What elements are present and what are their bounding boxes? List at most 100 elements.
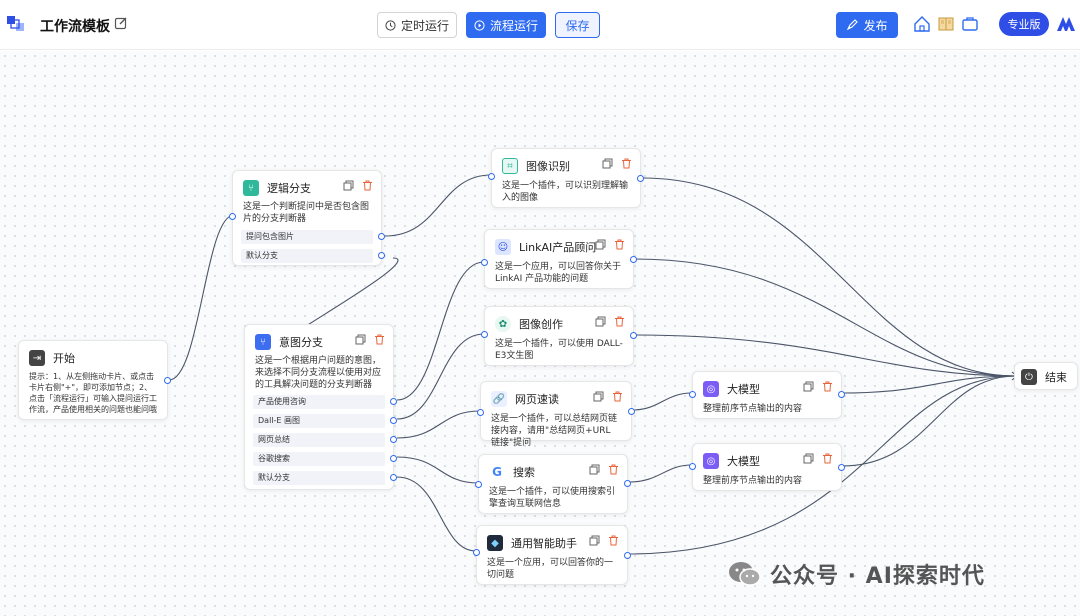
node-logic-head: ⑂ 逻辑分支 <box>243 180 311 196</box>
trash-icon[interactable] <box>822 453 833 464</box>
copy-icon[interactable] <box>343 180 354 191</box>
intent-branch-port-default[interactable] <box>390 474 397 481</box>
copy-icon[interactable] <box>589 464 600 475</box>
node-llm2-head: ◎ 大模型 <box>703 453 760 469</box>
trash-icon[interactable] <box>608 535 619 546</box>
scheduled-run-label: 定时运行 <box>400 18 449 33</box>
trash-icon[interactable] <box>621 158 632 169</box>
node-search-title: 搜索 <box>513 466 535 479</box>
copy-icon[interactable] <box>593 391 604 402</box>
node-intent-branch[interactable]: ⑂ 意图分支 这是一个根据用户问题的意图，来选择不同分支流程以使用对应的工具解决… <box>244 324 397 490</box>
intent-branch-port-web[interactable] <box>390 436 397 443</box>
copy-icon[interactable] <box>803 453 814 464</box>
node-general-input-port[interactable] <box>473 549 480 556</box>
logic-branch-item-default[interactable]: 默认分支 <box>241 249 373 263</box>
node-logic-desc: 这是一个判断提问中是否包含图片的分支判断器 <box>243 202 370 224</box>
node-end[interactable]: ⏻ 结束 <box>1014 362 1078 390</box>
copy-icon[interactable] <box>803 381 814 392</box>
node-llm2-output-port[interactable] <box>838 464 845 471</box>
node-intent-desc: 这是一个根据用户问题的意图，来选择不同分支流程以使用对应的工具解决问题的分支判断… <box>255 356 382 390</box>
node-web-output-port[interactable] <box>628 408 635 415</box>
node-web-title: 网页速读 <box>515 393 559 406</box>
intent-branch-port-product[interactable] <box>390 398 397 405</box>
trash-icon[interactable] <box>614 239 625 250</box>
power-icon: ⏻ <box>1021 369 1037 385</box>
copy-icon[interactable] <box>355 334 366 345</box>
google-icon: G <box>489 464 505 480</box>
publish-label: 发布 <box>863 18 888 33</box>
trash-icon[interactable] <box>822 381 833 392</box>
watermark-text: 公众号 · AI探索时代 <box>770 564 985 589</box>
node-end-title: 结束 <box>1045 371 1067 384</box>
logic-branch-port-default[interactable] <box>378 252 385 259</box>
node-image-creation[interactable]: ✿ 图像创作 这是一个插件，可以使用 DALL-E3文生图 <box>481 306 637 366</box>
copy-icon[interactable] <box>595 316 606 327</box>
node-search-output-port[interactable] <box>624 480 631 487</box>
node-linkai-advisor[interactable]: ☺ LinkAI产品顾问 这是一个应用，可以回答你关于LinkAI 产品功能的问… <box>481 229 637 289</box>
node-llm1-input-port[interactable] <box>689 391 696 398</box>
llm-icon: ◎ <box>703 453 719 469</box>
intent-branch-item-default[interactable]: 默认分支 <box>253 471 385 485</box>
node-llm2-tools <box>803 453 833 464</box>
node-logic-input-port[interactable] <box>229 213 236 220</box>
node-linkai-head: ☺ LinkAI产品顾问 <box>495 239 596 255</box>
node-logic-branch[interactable]: ⑂ 逻辑分支 这是一个判断提问中是否包含图片的分支判断器 提问包含图片 默认分支 <box>229 170 385 266</box>
home-icon[interactable] <box>912 14 932 34</box>
node-general-output-port[interactable] <box>624 552 631 559</box>
node-web-input-port[interactable] <box>477 409 484 416</box>
pro-edition-button[interactable]: 专业版 <box>999 12 1049 36</box>
logic-branch-port-image[interactable] <box>378 233 385 240</box>
publish-button[interactable]: 发布 <box>836 12 898 38</box>
node-search-input-port[interactable] <box>475 481 482 488</box>
node-llm-1[interactable]: ◎ 大模型 整理前序节点输出的内容 <box>689 371 845 419</box>
node-intent-tools <box>355 334 385 345</box>
intent-branch-port-google[interactable] <box>390 455 397 462</box>
trash-icon[interactable] <box>608 464 619 475</box>
openai-icon: ✿ <box>495 316 511 332</box>
node-linkai-output-port[interactable] <box>630 256 637 263</box>
node-image-input-port[interactable] <box>488 173 495 180</box>
node-search-tools <box>589 464 619 475</box>
node-start-desc: 提示：1、从左侧拖动卡片、或点击卡片右侧"+"，即可添加节点；2、点击「流程运行… <box>29 372 157 414</box>
edit-icon[interactable] <box>114 16 128 30</box>
node-web-desc: 这是一个插件，可以总结网页链接内容，请用"总结网页+URL 链接"提问 <box>491 414 618 448</box>
node-linkai-title: LinkAI产品顾问 <box>519 241 597 254</box>
logic-branch-item-image[interactable]: 提问包含图片 <box>241 230 373 244</box>
flow-run-button[interactable]: 流程运行 <box>466 12 546 38</box>
node-search[interactable]: G 搜索 这是一个插件，可以使用搜索引擎查询互联网信息 <box>475 454 631 514</box>
intent-branch-item-product[interactable]: 产品使用咨询 <box>253 395 385 409</box>
scheduled-run-button[interactable]: 定时运行 <box>377 12 457 38</box>
node-creation-tools <box>595 316 625 327</box>
briefcase-icon[interactable] <box>960 14 980 34</box>
node-start-title: 开始 <box>53 352 75 365</box>
node-image-recognition[interactable]: ⌗ 图像识别 这是一个插件，可以识别理解输入的图像 <box>488 148 644 208</box>
intent-branch-port-dalle[interactable] <box>390 417 397 424</box>
node-creation-output-port[interactable] <box>630 332 637 339</box>
start-icon: ⇥ <box>29 350 45 366</box>
node-web-reader[interactable]: 🔗 网页速读 这是一个插件，可以总结网页链接内容，请用"总结网页+URL 链接"… <box>477 381 635 448</box>
node-llm2-input-port[interactable] <box>689 463 696 470</box>
node-creation-input-port[interactable] <box>481 331 488 338</box>
node-linkai-input-port[interactable] <box>481 259 488 266</box>
node-start[interactable]: ⇥ 开始 提示：1、从左侧拖动卡片、或点击卡片右侧"+"，即可添加节点；2、点击… <box>18 340 171 420</box>
node-end-head: ⏻ 结束 <box>1021 369 1067 385</box>
trash-icon[interactable] <box>614 316 625 327</box>
book-icon[interactable] <box>936 14 956 34</box>
trash-icon[interactable] <box>374 334 385 345</box>
copy-icon[interactable] <box>602 158 613 169</box>
assistant-avatar-icon: ◆ <box>487 535 503 551</box>
copy-icon[interactable] <box>589 535 600 546</box>
trash-icon[interactable] <box>612 391 623 402</box>
trash-icon[interactable] <box>362 180 373 191</box>
node-llm1-output-port[interactable] <box>838 391 845 398</box>
copy-icon[interactable] <box>595 239 606 250</box>
save-button[interactable]: 保存 <box>555 12 600 38</box>
node-llm1-title: 大模型 <box>727 383 760 396</box>
intent-branch-item-dalle[interactable]: Dall-E 画图 <box>253 414 385 428</box>
intent-branch-item-google[interactable]: 谷歌搜索 <box>253 452 385 466</box>
intent-branch-item-web[interactable]: 网页总结 <box>253 433 385 447</box>
node-general-assistant[interactable]: ◆ 通用智能助手 这是一个应用，可以回答你的一切问题 <box>473 525 631 585</box>
node-image-output-port[interactable] <box>637 175 644 182</box>
node-llm-2[interactable]: ◎ 大模型 整理前序节点输出的内容 <box>689 443 845 491</box>
node-start-output-port[interactable] <box>164 377 171 384</box>
